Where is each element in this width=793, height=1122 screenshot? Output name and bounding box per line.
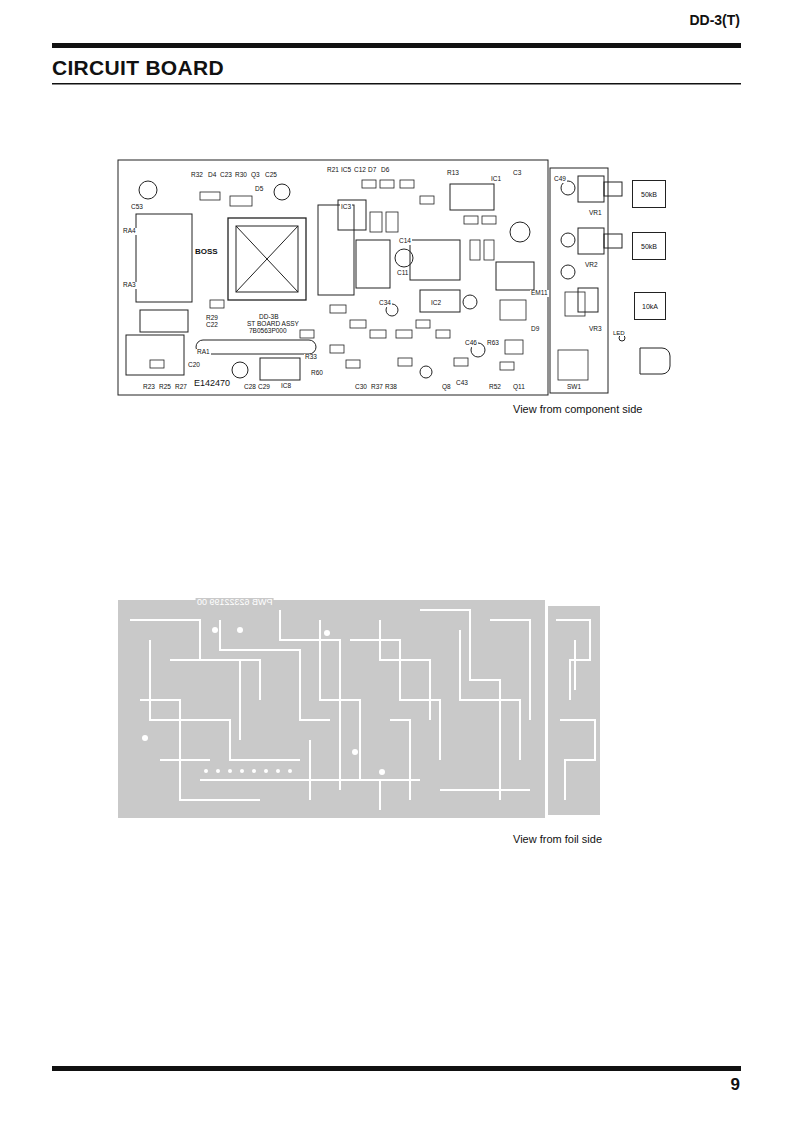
potentiometer-outline: 10kA (634, 292, 666, 320)
caption: View from foil side (512, 834, 603, 845)
part-reference: R13 (446, 170, 460, 177)
component-side (118, 160, 622, 395)
part-reference: R29 (205, 315, 219, 322)
part-reference: C12 (353, 167, 367, 174)
part-reference: C20 (187, 362, 201, 369)
part-reference: VR1 (588, 210, 603, 217)
part-reference: IC1 (490, 176, 502, 183)
header-rule (52, 43, 741, 48)
part-value: 50kB (641, 243, 657, 250)
part-reference: R52 (488, 384, 502, 391)
part-reference: D6 (380, 167, 390, 174)
part-reference: SW1 (566, 384, 582, 391)
part-reference: D5 (254, 186, 264, 193)
part-reference: C28 (243, 384, 257, 391)
part-reference: R38 (384, 384, 398, 391)
part-reference: R25 (158, 384, 172, 391)
part-reference: C34 (378, 300, 392, 307)
part-reference: C3 (512, 170, 522, 177)
part-reference: C14 (398, 238, 412, 245)
part-reference: 7B0563P000 (248, 328, 288, 335)
part-reference: R23 (142, 384, 156, 391)
foil-text: PWB 62322199 00 (196, 598, 274, 607)
part-reference: BOSS (194, 248, 219, 256)
caption: View from component side (512, 404, 643, 415)
part-reference: IC8 (280, 383, 292, 390)
part-reference: R60 (310, 370, 324, 377)
part-reference: D9 (530, 326, 540, 333)
foil-side (118, 600, 625, 818)
part-reference: R33 (304, 354, 318, 361)
part-reference: Q8 (441, 384, 452, 391)
part-reference: R30 (234, 172, 248, 179)
part-reference: DD-3B (258, 314, 280, 321)
ul-number: E142470 (193, 379, 231, 388)
part-reference: C46 (464, 340, 478, 347)
part-reference: IC3 (340, 204, 352, 211)
header-code: DD-3(T) (688, 13, 741, 27)
part-reference: C23 (219, 172, 233, 179)
part-reference: ST BOARD ASSY (246, 321, 300, 328)
potentiometer-outline: 50kB (632, 180, 666, 208)
part-reference: VR2 (584, 262, 599, 269)
part-reference: IC2 (430, 300, 442, 307)
part-reference: R37 (370, 384, 384, 391)
part-reference: C22 (205, 322, 219, 329)
part-reference: C11 (396, 270, 409, 277)
potentiometer-outline: 50kB (632, 232, 666, 260)
part-reference: LED (612, 330, 626, 336)
part-reference: C43 (455, 380, 469, 387)
part-reference: EM11 (530, 290, 549, 297)
part-reference: C30 (354, 384, 368, 391)
part-reference: R27 (174, 384, 188, 391)
part-reference: RA4 (122, 228, 137, 235)
part-reference: C53 (130, 204, 144, 211)
part-reference: C29 (257, 384, 271, 391)
part-reference: R32 (190, 172, 204, 179)
page-number: 9 (730, 1076, 741, 1093)
part-reference: D7 (367, 167, 377, 174)
part-value: 50kB (641, 191, 657, 198)
footer-rule (52, 1066, 741, 1071)
part-reference: R63 (486, 340, 500, 347)
part-reference: C49 (553, 176, 567, 183)
part-reference: RA3 (122, 282, 137, 289)
page-title: CIRCUIT BOARD (52, 56, 224, 80)
part-reference: IC5 (340, 167, 352, 174)
led-outline (640, 348, 670, 374)
part-reference: C25 (264, 172, 278, 179)
part-reference: Q3 (250, 172, 261, 179)
title-rule (52, 83, 741, 85)
part-reference: RA1 (196, 349, 211, 356)
part-reference: R21 (326, 167, 340, 174)
part-reference: Q11 (512, 384, 526, 391)
part-reference: D4 (207, 172, 217, 179)
part-value: 10kA (642, 303, 658, 310)
part-reference: VR3 (588, 326, 603, 333)
